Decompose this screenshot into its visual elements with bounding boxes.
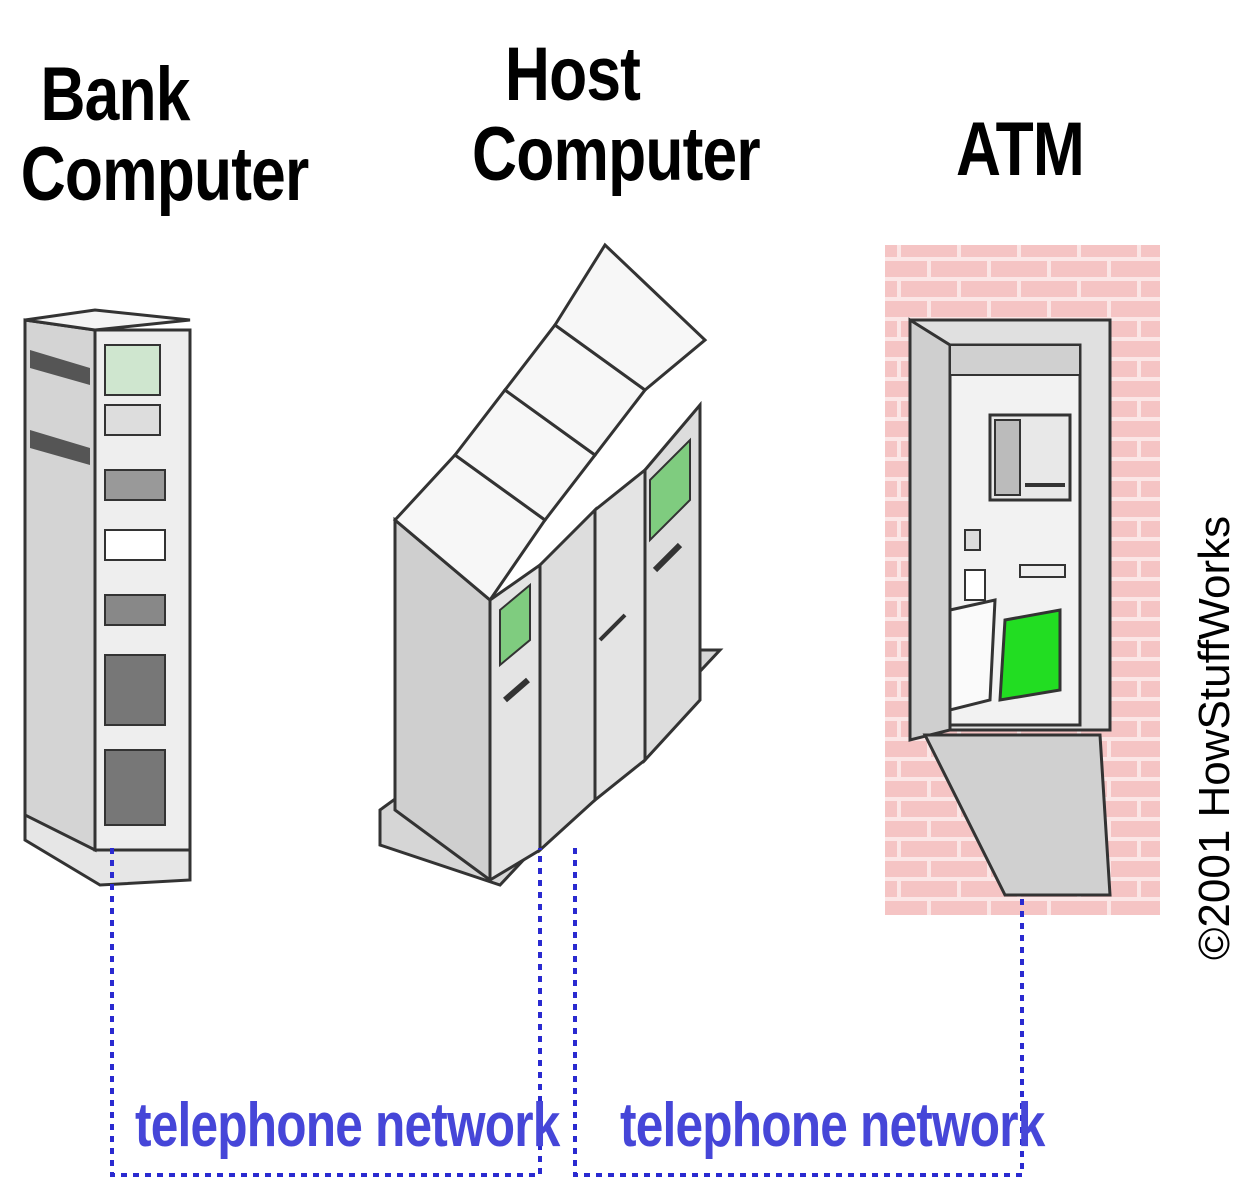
atm-label-line: ATM [956, 107, 1085, 192]
host-computer-illustration [378, 242, 724, 887]
link-host-to-atm [573, 848, 1024, 1177]
network-links [110, 848, 1024, 1177]
atm-illustration [885, 245, 1160, 915]
atm-label: ATM [954, 110, 1085, 190]
host-computer-label: Host Computer [472, 32, 761, 197]
host-label-line-1: Host [504, 32, 641, 117]
bank-computer-illustration [23, 308, 192, 887]
bank-label-line-2: Computer [20, 131, 310, 217]
bank-computer-label: Bank Computer [20, 52, 310, 217]
atm-card [998, 608, 1062, 702]
network-label-right: telephone network [620, 1091, 1045, 1160]
bank-label-line-1: Bank [40, 52, 190, 137]
host-label-line-2: Computer [472, 111, 761, 197]
atm-network-diagram [23, 242, 1160, 1177]
link-bank-to-host [110, 848, 542, 1177]
diagram-stage: Bank Computer Host Computer ATM telephon… [20, 32, 1239, 1177]
copyright-notice: ©2001 HowStuffWorks [1190, 515, 1239, 960]
network-label-left: telephone network [135, 1091, 560, 1160]
